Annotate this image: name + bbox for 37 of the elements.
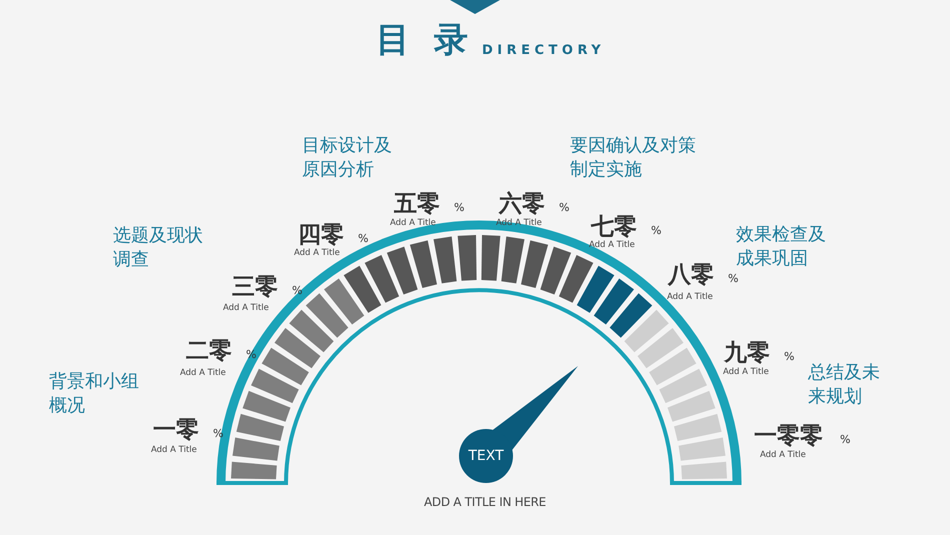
subtitle: DIRECTORY [482, 43, 606, 59]
percent-value: 一零零 [754, 423, 823, 450]
value-caption: Add A Title [760, 450, 806, 460]
percent-sign: % [651, 224, 662, 238]
section-title: 要因确认及对策制定实施 [570, 134, 697, 182]
percent-value: 二零 [186, 338, 232, 366]
percent-sign: % [454, 201, 464, 214]
percent-sign: % [559, 201, 570, 214]
percent-value: 七零 [591, 214, 637, 240]
value-caption: Add A Title [723, 367, 769, 378]
value-caption: Add A Title [390, 218, 436, 228]
value-caption: Add A Title [180, 368, 226, 378]
section-title: 总结及未来规划 [808, 361, 881, 409]
percent-sign: % [784, 350, 794, 364]
section-title: 选题及现状调查 [113, 224, 204, 272]
page-title: 目 录 [376, 20, 474, 61]
percent-sign: % [358, 232, 368, 246]
value-caption: Add A Title [667, 292, 713, 302]
percent-value: 三零 [232, 274, 278, 302]
value-caption: Add A Title [589, 240, 635, 250]
hub-circle: TEXT [459, 429, 513, 483]
percent-sign: % [728, 272, 738, 286]
percent-sign: % [840, 433, 850, 446]
percent-value: 一零 [153, 417, 199, 445]
value-caption: Add A Title [151, 445, 197, 456]
caption-text: ADD A TITLE IN HERE [424, 495, 546, 510]
percent-value: 五零 [394, 191, 440, 218]
percent-value: 六零 [499, 191, 545, 218]
value-caption: Add A Title [294, 248, 340, 258]
percent-value: 九零 [724, 340, 770, 368]
section-title: 效果检查及成果巩固 [736, 223, 827, 271]
section-title: 背景和小组概况 [49, 370, 140, 418]
percent-value: 四零 [298, 222, 344, 248]
section-title: 目标设计及原因分析 [302, 134, 393, 182]
percent-value: 八零 [668, 262, 714, 290]
percent-sign: % [292, 284, 302, 298]
value-caption: Add A Title [223, 303, 269, 314]
